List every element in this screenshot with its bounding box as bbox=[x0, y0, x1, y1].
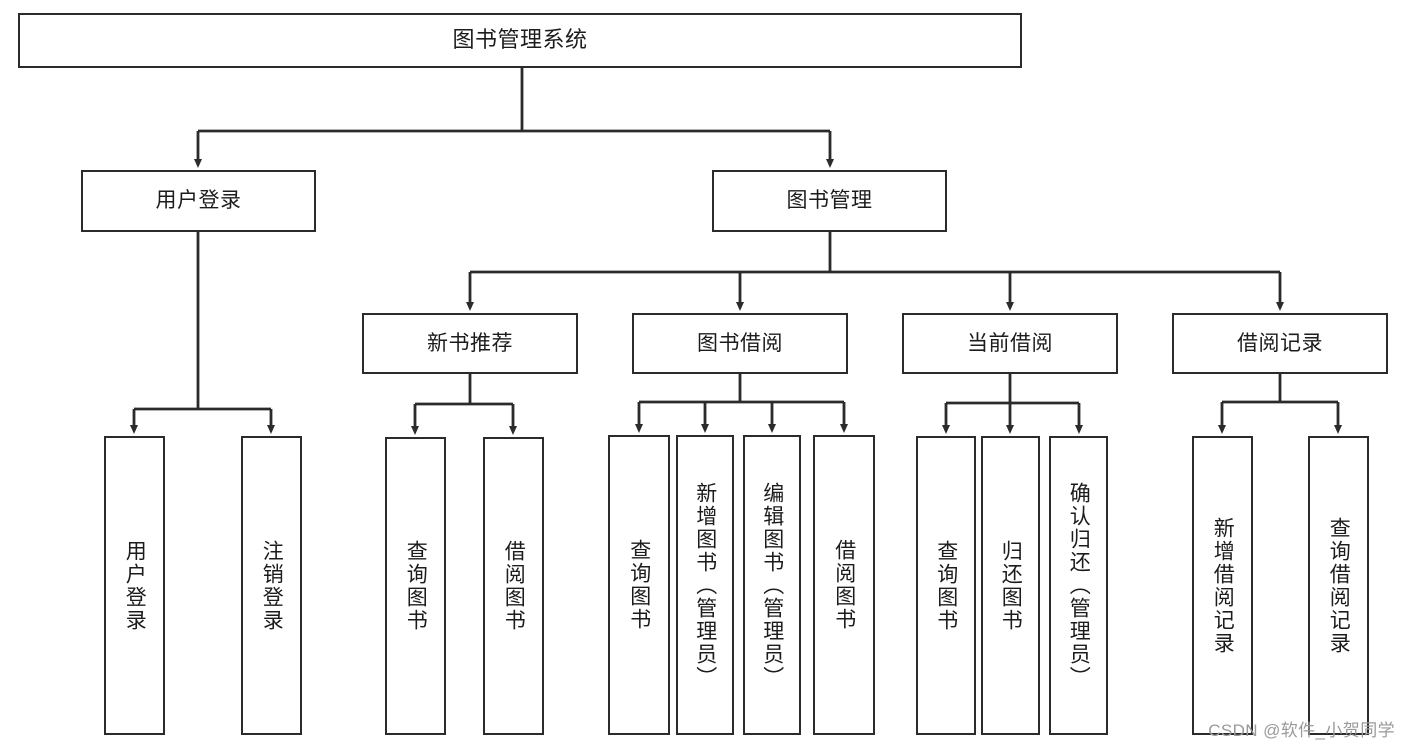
node-leaf-borrow-book-2[interactable]: 借阅图书 bbox=[813, 435, 875, 735]
node-leaf-user-login-label: 用户登录 bbox=[123, 539, 147, 632]
node-leaf-logout-login[interactable]: 注销登录 bbox=[241, 436, 302, 735]
node-leaf-add-book-label: 新增图书（管理员） bbox=[693, 481, 717, 689]
node-leaf-borrow-book-2-label: 借阅图书 bbox=[832, 539, 856, 631]
node-book-borrow-label: 图书借阅 bbox=[697, 331, 783, 355]
node-book-manage-label: 图书管理 bbox=[786, 189, 873, 213]
node-leaf-borrow-book-1[interactable]: 借阅图书 bbox=[483, 437, 544, 735]
node-leaf-edit-book-label: 编辑图书（管理员） bbox=[760, 481, 784, 689]
node-current-borrow[interactable]: 当前借阅 bbox=[902, 313, 1118, 374]
node-leaf-query-book-2-label: 查询图书 bbox=[627, 539, 651, 631]
node-new-book-recommend-label: 新书推荐 bbox=[427, 331, 513, 355]
node-leaf-query-book-2[interactable]: 查询图书 bbox=[608, 435, 670, 735]
node-user-login-label: 用户登录 bbox=[155, 189, 242, 213]
node-leaf-return-book-label: 归还图书 bbox=[999, 539, 1023, 632]
node-new-book-recommend[interactable]: 新书推荐 bbox=[362, 313, 578, 374]
node-leaf-confirm-return[interactable]: 确认归还（管理员） bbox=[1049, 436, 1108, 735]
node-root-label: 图书管理系统 bbox=[452, 27, 588, 53]
node-leaf-return-book[interactable]: 归还图书 bbox=[981, 436, 1040, 735]
node-leaf-add-book[interactable]: 新增图书（管理员） bbox=[676, 435, 734, 735]
node-leaf-logout-login-label: 注销登录 bbox=[260, 539, 284, 632]
node-leaf-query-book-3[interactable]: 查询图书 bbox=[916, 436, 976, 735]
node-borrow-record[interactable]: 借阅记录 bbox=[1172, 313, 1388, 374]
node-leaf-query-book-1[interactable]: 查询图书 bbox=[385, 437, 446, 735]
node-book-borrow[interactable]: 图书借阅 bbox=[632, 313, 848, 374]
node-leaf-add-record[interactable]: 新增借阅记录 bbox=[1192, 436, 1253, 735]
node-leaf-query-record-label: 查询借阅记录 bbox=[1327, 516, 1351, 655]
node-user-login[interactable]: 用户登录 bbox=[81, 170, 316, 232]
node-leaf-edit-book[interactable]: 编辑图书（管理员） bbox=[743, 435, 801, 735]
node-current-borrow-label: 当前借阅 bbox=[967, 331, 1053, 355]
node-leaf-confirm-return-label: 确认归还（管理员） bbox=[1067, 482, 1091, 689]
node-book-manage[interactable]: 图书管理 bbox=[712, 170, 947, 232]
node-leaf-add-record-label: 新增借阅记录 bbox=[1211, 516, 1235, 655]
node-leaf-query-book-1-label: 查询图书 bbox=[404, 540, 428, 632]
node-borrow-record-label: 借阅记录 bbox=[1237, 331, 1323, 355]
node-leaf-user-login[interactable]: 用户登录 bbox=[104, 436, 165, 735]
watermark-text: CSDN @软件_小贺同学 bbox=[1208, 721, 1395, 740]
node-leaf-borrow-book-1-label: 借阅图书 bbox=[502, 540, 526, 632]
node-leaf-query-book-3-label: 查询图书 bbox=[934, 539, 958, 632]
node-root[interactable]: 图书管理系统 bbox=[18, 13, 1022, 68]
node-leaf-query-record[interactable]: 查询借阅记录 bbox=[1308, 436, 1369, 735]
